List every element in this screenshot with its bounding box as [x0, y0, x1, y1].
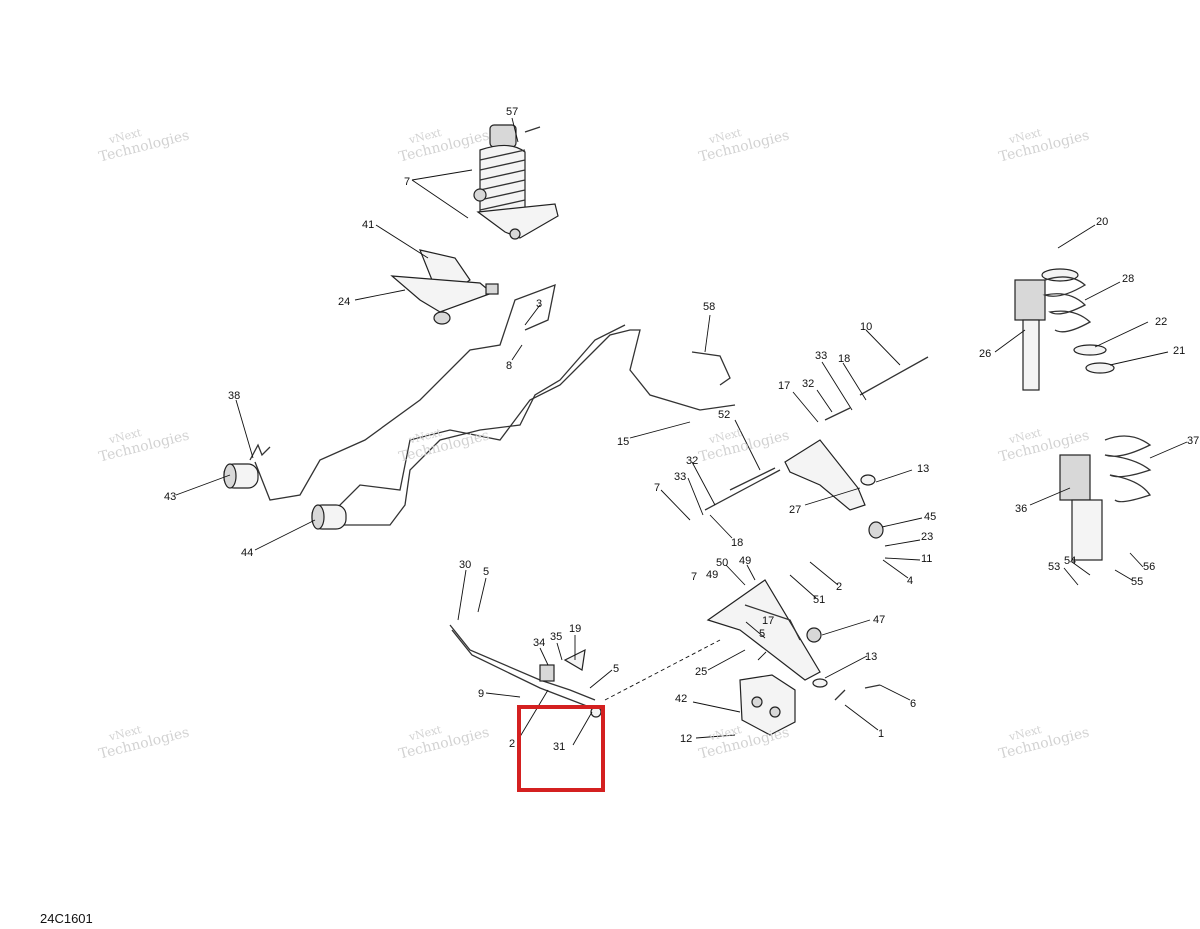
- callout-label: 49: [739, 555, 751, 567]
- callout-label: 30: [459, 559, 471, 571]
- callout-label: 2: [836, 581, 842, 593]
- callout-label: 45: [924, 511, 936, 523]
- callout-label: 33: [815, 350, 827, 362]
- rear-shock-upper: [1014, 268, 1115, 391]
- brake-lines: [254, 283, 736, 526]
- callout-label: 21: [1173, 345, 1185, 357]
- callout-label: 47: [873, 614, 885, 626]
- lower-a-arm: [706, 579, 881, 701]
- callout-label: 31: [553, 741, 565, 753]
- bellows-parts: [223, 443, 347, 530]
- callout-label: 58: [703, 301, 715, 313]
- upper-arm-left: [390, 249, 499, 325]
- callout-label: 51: [813, 594, 825, 606]
- callout-label: 49: [706, 569, 718, 581]
- callout-label: 43: [164, 491, 176, 503]
- callout-labels: 57 7 41 24 3 8 58 10 33 18 17 32 52 15 3…: [164, 106, 1199, 753]
- callout-label: 54: [1064, 555, 1076, 567]
- callout-label: 8: [506, 360, 512, 372]
- highlight-box: [517, 705, 605, 792]
- callout-label: 17: [762, 615, 774, 627]
- callout-label: 35: [550, 631, 562, 643]
- callout-label: 13: [865, 651, 877, 663]
- callout-label: 56: [1143, 561, 1155, 573]
- callout-label: 36: [1015, 503, 1027, 515]
- callout-label: 7: [404, 176, 410, 188]
- callout-label: 38: [228, 390, 240, 402]
- callout-label: 24: [338, 296, 350, 308]
- callout-label: 55: [1131, 576, 1143, 588]
- callout-label: 37: [1187, 435, 1199, 447]
- callout-label: 18: [731, 537, 743, 549]
- callout-label: 32: [802, 378, 814, 390]
- upper-a-arm-right: [704, 356, 929, 539]
- callout-label: 52: [718, 409, 730, 421]
- callout-label: 5: [613, 663, 619, 675]
- callout-label: 22: [1155, 316, 1167, 328]
- callout-label: 17: [778, 380, 790, 392]
- leader-lines: [175, 117, 1188, 746]
- callout-label: 10: [860, 321, 872, 333]
- callout-label: 50: [716, 557, 728, 569]
- callout-label: 34: [533, 637, 545, 649]
- callout-label: 12: [680, 733, 692, 745]
- callout-label: 32: [686, 455, 698, 467]
- callout-label: 42: [675, 693, 687, 705]
- callout-label: 26: [979, 348, 991, 360]
- callout-label: 25: [695, 666, 707, 678]
- callout-label: 19: [569, 623, 581, 635]
- callout-label: 7: [691, 571, 697, 583]
- mount-bracket: [739, 674, 796, 736]
- callout-label: 6: [910, 698, 916, 710]
- callout-label: 5: [759, 628, 765, 640]
- callout-label: 5: [483, 566, 489, 578]
- callout-label: 33: [674, 471, 686, 483]
- callout-label: 11: [921, 553, 932, 565]
- callout-label: 18: [838, 353, 850, 365]
- callout-label: 57: [506, 106, 518, 118]
- rear-shock-lower: [1059, 435, 1152, 561]
- callout-label: 53: [1048, 561, 1060, 573]
- callout-label: 41: [362, 219, 374, 231]
- callout-label: 1: [878, 728, 884, 740]
- figure-code: 24C1601: [40, 911, 93, 926]
- callout-label: 28: [1122, 273, 1134, 285]
- callout-label: 15: [617, 436, 629, 448]
- top-shock-assembly: [473, 124, 559, 240]
- callout-label: 20: [1096, 216, 1108, 228]
- callout-label: 9: [478, 688, 484, 700]
- callout-label: 44: [241, 547, 253, 559]
- callout-label: 3: [536, 298, 542, 310]
- callout-label: 23: [921, 531, 933, 543]
- callout-label: 27: [789, 504, 801, 516]
- callout-label: 7: [654, 482, 660, 494]
- callout-label: 2: [509, 738, 515, 750]
- callout-label: 13: [917, 463, 929, 475]
- callout-label: 4: [907, 575, 913, 587]
